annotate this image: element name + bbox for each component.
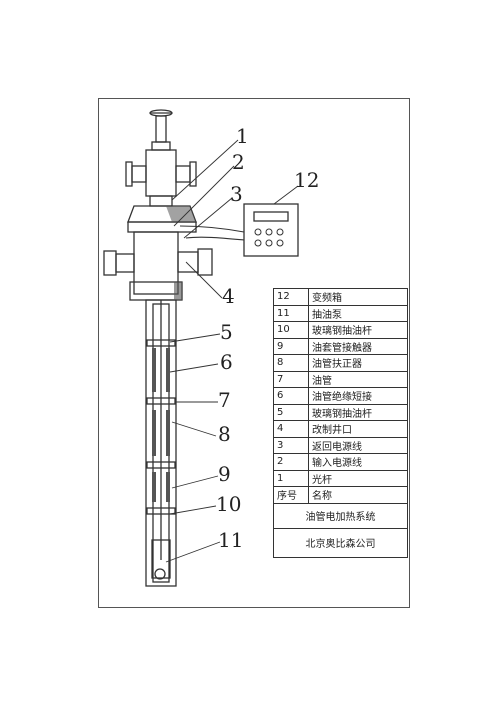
callout-8: 8 bbox=[218, 422, 231, 446]
control-button bbox=[276, 239, 284, 247]
part-name: 油套管接触器 bbox=[308, 337, 408, 355]
part-name: 抽油泵 bbox=[308, 304, 408, 322]
part-number: 4 bbox=[273, 420, 309, 438]
return-power-cable bbox=[185, 236, 245, 241]
header-name: 名称 bbox=[308, 486, 408, 504]
input-power-cable bbox=[179, 225, 245, 233]
part-number: 3 bbox=[273, 436, 309, 454]
company-row: 北京奥比森公司 bbox=[273, 527, 408, 558]
casing-head bbox=[133, 231, 179, 295]
callout-5: 5 bbox=[220, 320, 233, 344]
drawing-title: 油管电加热系统 bbox=[273, 502, 408, 529]
part-number: 12 bbox=[273, 288, 309, 306]
control-button bbox=[254, 228, 262, 236]
callout-4: 4 bbox=[222, 284, 235, 308]
callout-1: 1 bbox=[236, 124, 249, 148]
callout-11: 11 bbox=[218, 528, 244, 552]
part-number: 11 bbox=[273, 304, 309, 322]
part-name: 光杆 bbox=[308, 469, 408, 487]
left-wing bbox=[131, 165, 147, 183]
control-button bbox=[254, 239, 262, 247]
part-number: 1 bbox=[273, 469, 309, 487]
callout-12: 12 bbox=[294, 168, 320, 192]
header-no: 序号 bbox=[273, 486, 309, 504]
part-name: 油管 bbox=[308, 370, 408, 388]
title-row: 油管电加热系统 bbox=[273, 502, 408, 529]
tree-body bbox=[145, 149, 177, 197]
callout-6: 6 bbox=[220, 350, 233, 374]
part-number: 9 bbox=[273, 337, 309, 355]
valve-stem bbox=[155, 115, 167, 143]
part-number: 2 bbox=[273, 453, 309, 471]
callout-9: 9 bbox=[218, 462, 231, 486]
part-name: 油管扶正器 bbox=[308, 354, 408, 372]
company-name: 北京奥比森公司 bbox=[273, 527, 408, 558]
part-name: 输入电源线 bbox=[308, 453, 408, 471]
right-wing bbox=[175, 165, 191, 183]
part-number: 7 bbox=[273, 370, 309, 388]
callout-3: 3 bbox=[230, 182, 243, 206]
part-number: 5 bbox=[273, 403, 309, 421]
control-button bbox=[276, 228, 284, 236]
control-button bbox=[265, 228, 273, 236]
pump bbox=[151, 539, 171, 579]
part-name: 变频箱 bbox=[308, 288, 408, 306]
callout-10: 10 bbox=[216, 492, 242, 516]
part-name: 玻璃钢抽油杆 bbox=[308, 403, 408, 421]
callout-2: 2 bbox=[232, 150, 245, 174]
drawing-frame bbox=[98, 98, 410, 608]
callout-7: 7 bbox=[218, 388, 231, 412]
control-display bbox=[253, 211, 289, 222]
control-box bbox=[243, 203, 299, 257]
part-number: 6 bbox=[273, 387, 309, 405]
parts-header-row: 序号 名称 bbox=[273, 486, 408, 504]
part-name: 返回电源线 bbox=[308, 436, 408, 454]
part-number: 8 bbox=[273, 354, 309, 372]
part-name: 改制井口 bbox=[308, 420, 408, 438]
part-name: 油管绝缘短接 bbox=[308, 387, 408, 405]
control-button bbox=[265, 239, 273, 247]
part-number: 10 bbox=[273, 321, 309, 339]
part-name: 玻璃钢抽油杆 bbox=[308, 321, 408, 339]
